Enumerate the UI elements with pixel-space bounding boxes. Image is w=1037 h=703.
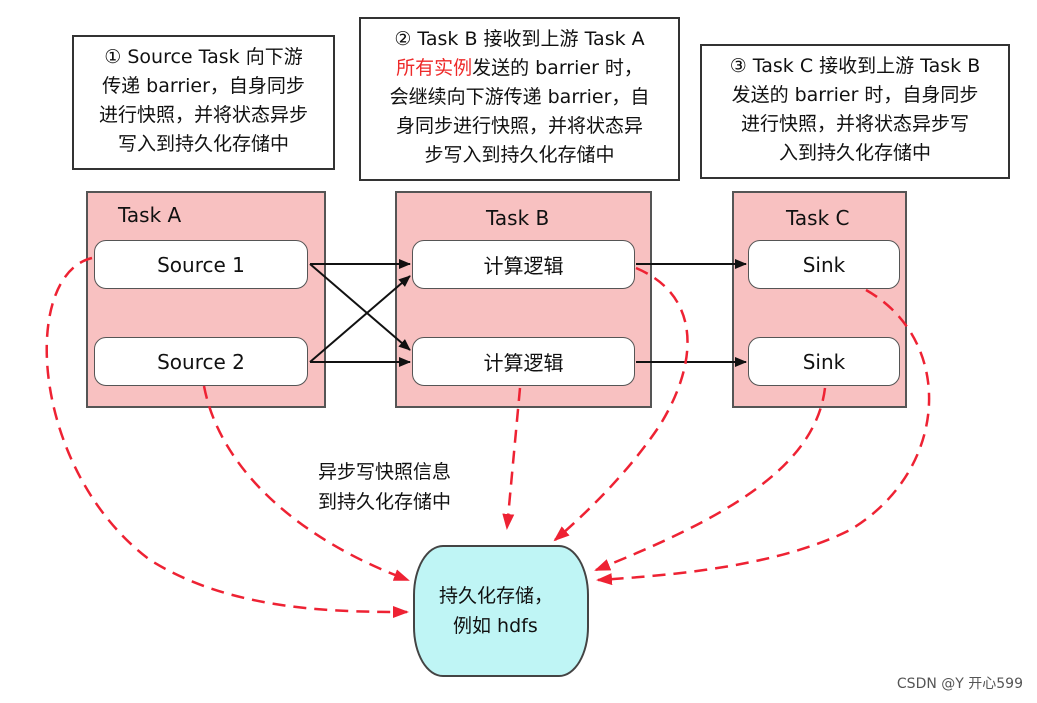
persistent-storage: 持久化存储， 例如 hdfs (413, 545, 589, 677)
task-a-label: Task A (118, 203, 182, 227)
note1-line: 传递 barrier，自身同步 (102, 75, 305, 97)
note-task-c: ③ Task C 接收到上游 Task B 发送的 barrier 时，自身同步… (700, 44, 1010, 179)
dashed-arrow-compute1 (553, 266, 689, 542)
storage-line: 持久化存储， (439, 585, 554, 607)
note-task-b: ② Task B 接收到上游 Task A 所有实例发送的 barrier 时，… (359, 17, 680, 181)
compute-node-1: 计算逻辑 (412, 240, 635, 289)
task-c-label: Task C (786, 206, 850, 230)
arrow-s2-b1 (309, 275, 411, 363)
task-b-label: Task B (486, 206, 550, 230)
note3-line: 入到持久化存储中 (778, 142, 931, 164)
async-write-caption: 异步写快照信息 到持久化存储中 (318, 457, 451, 517)
note3-line: 进行快照，并将状态异步写 (740, 113, 969, 135)
note1-line: 写入到持久化存储中 (117, 133, 289, 155)
dashed-arrow-compute2 (502, 387, 522, 530)
note-source-task: ① Source Task 向下游 传递 barrier，自身同步 进行快照，并… (72, 35, 335, 170)
arrow-s1-b2 (309, 263, 411, 351)
note2-line: ② Task B 接收到上游 Task A (394, 28, 645, 50)
note2-line: 步写入到持久化存储中 (424, 144, 615, 166)
dashed-arrow-source1 (45, 256, 409, 618)
sink-node-2: Sink (748, 337, 900, 386)
note1-line: 进行快照，并将状态异步 (98, 104, 308, 126)
dashed-arrow-source2 (202, 385, 410, 582)
caption-line: 异步写快照信息 (318, 461, 452, 483)
compute-node-2: 计算逻辑 (412, 337, 635, 386)
dashed-arrow-sink1 (596, 288, 931, 586)
storage-line: 例如 hdfs (453, 615, 538, 637)
note2-line: 会继续向下游传递 barrier，自 (389, 86, 650, 108)
note3-line: ③ Task C 接收到上游 Task B (729, 55, 981, 77)
caption-line: 到持久化存储中 (318, 491, 452, 513)
watermark: CSDN @Y 开心599 (896, 676, 1023, 692)
note1-line: ① Source Task 向下游 (104, 46, 303, 68)
dashed-arrow-sink2 (594, 387, 827, 572)
note3-line: 发送的 barrier 时，自身同步 (731, 84, 979, 106)
source-2-node: Source 2 (94, 337, 308, 386)
note2-line: 身同步进行快照，并将状态异 (395, 115, 643, 137)
note2-line: 所有实例发送的 barrier 时， (367, 54, 672, 83)
note2-highlight: 所有实例 (396, 57, 473, 79)
sink-node-1: Sink (748, 240, 900, 289)
source-1-node: Source 1 (94, 240, 308, 289)
note2-line2-rest: 发送的 barrier 时， (472, 57, 643, 79)
